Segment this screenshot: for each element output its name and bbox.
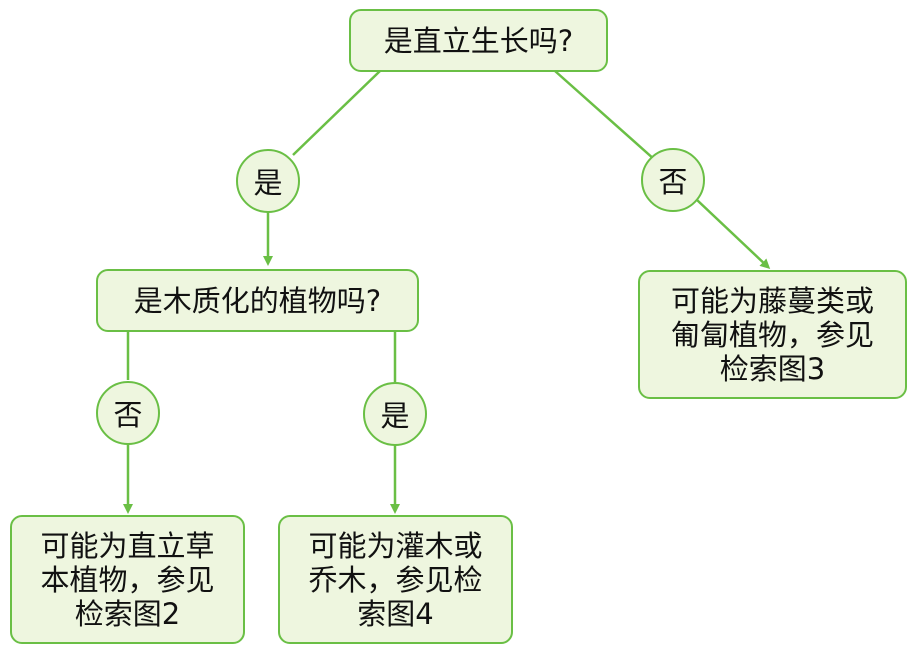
question-upright-text: 是直立生长吗? — [383, 23, 574, 58]
result-herb-text: 可能为直立草 本植物，参见 检索图2 — [40, 528, 215, 631]
question-upright-node: 是直立生长吗? — [349, 9, 608, 72]
edge-label-upright-yes: 是 — [236, 149, 300, 213]
edge-upright-to-yes — [292, 70, 381, 156]
edge-label-woody-yes: 是 — [363, 382, 427, 446]
edge-label-upright-no-text: 否 — [658, 165, 688, 199]
edge-label-woody-no: 否 — [96, 381, 160, 445]
result-vine-node: 可能为藤蔓类或 匍匐植物，参见 检索图3 — [638, 270, 907, 399]
result-shrub-node: 可能为灌木或 乔木，参见检 索图4 — [278, 515, 513, 644]
question-woody-text: 是木质化的植物吗? — [133, 283, 382, 318]
edge-label-upright-no: 否 — [641, 148, 705, 212]
result-shrub-text: 可能为灌木或 乔木，参见检 索图4 — [308, 528, 483, 631]
edge-label-woody-yes-text: 是 — [380, 399, 410, 433]
edge-label-woody-no-text: 否 — [113, 398, 143, 432]
result-vine-text: 可能为藤蔓类或 匍匐植物，参见 检索图3 — [670, 283, 874, 386]
result-herb-node: 可能为直立草 本植物，参见 检索图2 — [10, 515, 245, 644]
edge-upright-to-no — [554, 70, 656, 161]
question-woody-node: 是木质化的植物吗? — [96, 269, 419, 332]
edge-label-upright-yes-text: 是 — [253, 166, 283, 200]
edge-no-to-vine — [696, 199, 771, 270]
